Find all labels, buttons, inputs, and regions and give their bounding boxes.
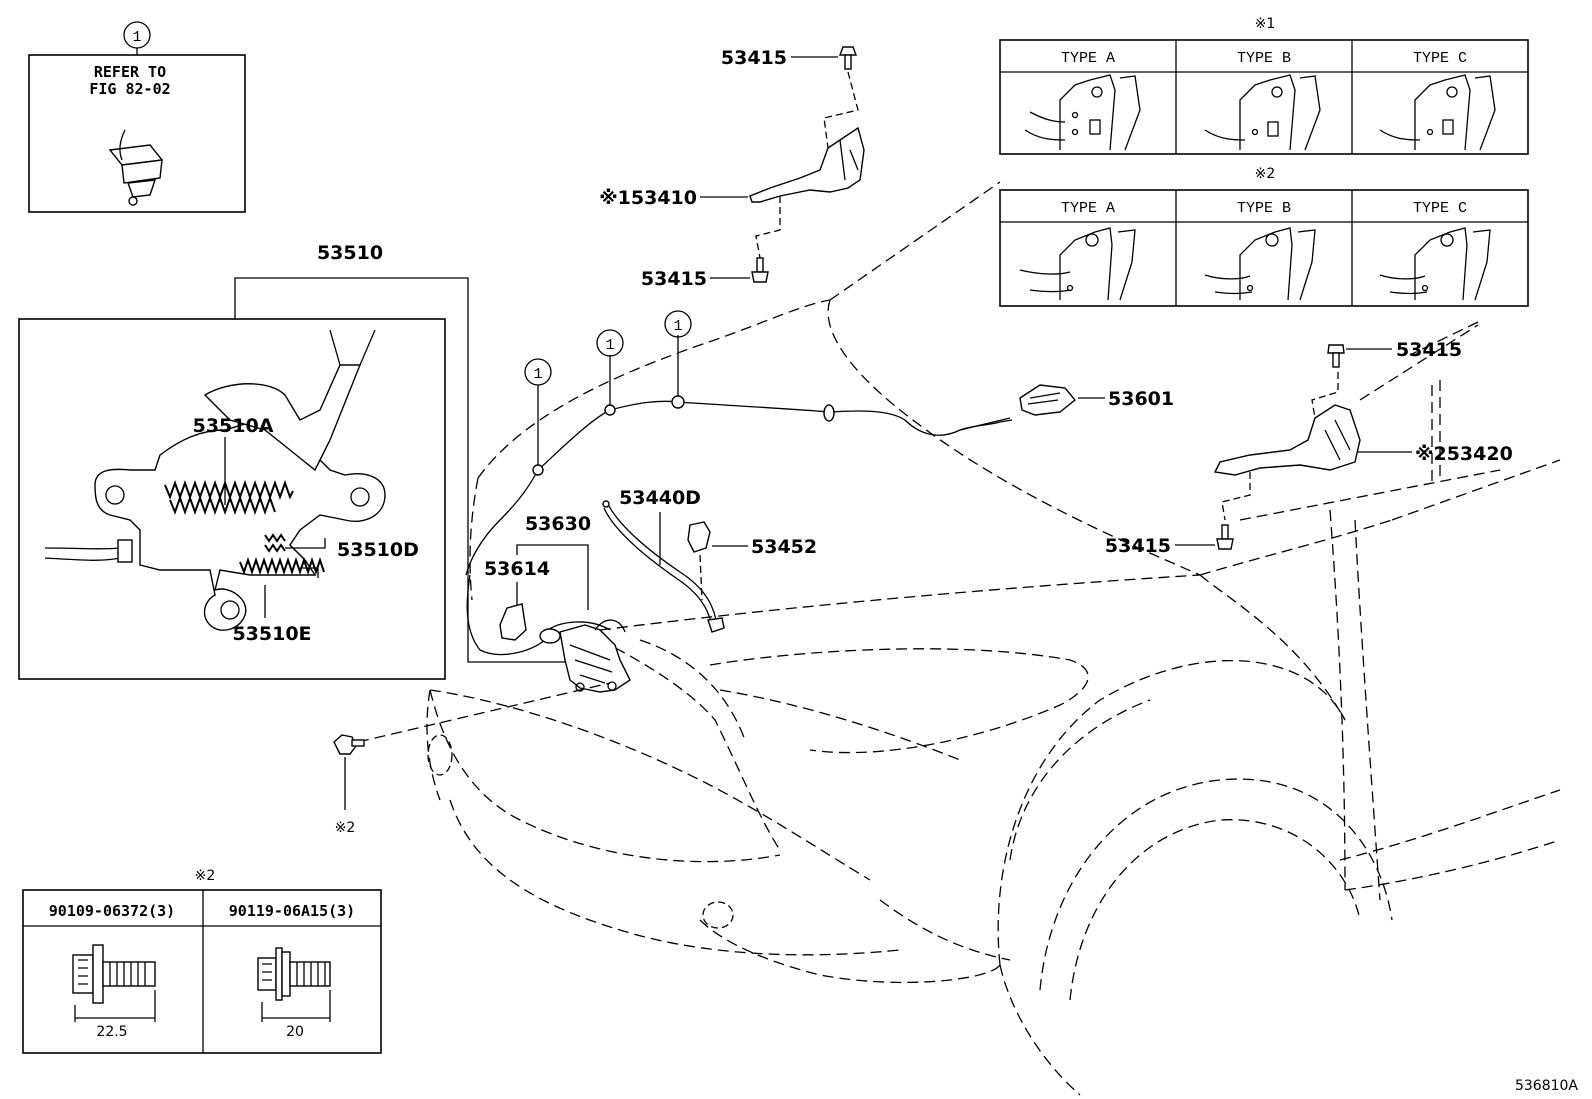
vehicle-outline [426, 181, 1561, 1096]
part-53440D-label: 53440D [619, 487, 701, 509]
part-53614-label: 53614 [484, 558, 550, 580]
bolt-2-length: 20 [286, 1024, 304, 1040]
part-53415-mid-label: 53415 [641, 268, 707, 290]
note2-type-a: TYPE A [1061, 200, 1115, 217]
part-53510D-label: 53510D [337, 539, 419, 561]
part-53410-number: 53410 [631, 187, 697, 209]
part-53420-label: ※253420 [1415, 443, 1513, 465]
bolt-1-part-number: 90109-06372(3) [49, 902, 175, 920]
part-53415-top-label: 53415 [721, 47, 787, 69]
note2-table: ※2 TYPE A TYPE B TYPE C [999, 166, 1529, 307]
part-53452-label: 53452 [751, 536, 817, 558]
hinge-53410: 53415 ※153410 53415 [599, 46, 865, 290]
bolt-icon [1216, 524, 1234, 550]
note2-prefix-53420: ※2 [1415, 443, 1447, 465]
note1-type-b: TYPE B [1237, 50, 1291, 67]
callout-marker-1: 1 [533, 366, 542, 383]
part-53415-right-top-label: 53415 [1396, 339, 1462, 361]
note1-type-c: TYPE C [1413, 50, 1467, 67]
bolt-table: ※2 90109-06372(3) 90119-06A15(3) 22.5 [22, 868, 382, 1054]
note1-table: ※1 TYPE A TYPE B TYPE C [999, 16, 1529, 155]
hinge-type-b-icon [1204, 74, 1321, 151]
bolt-icon [751, 257, 769, 283]
hinge-type-a-icon [1024, 74, 1141, 151]
part-53420-number: 53420 [1447, 443, 1513, 465]
part-53410-label: ※153410 [599, 187, 697, 209]
note2-type-c: TYPE C [1413, 200, 1467, 217]
note1-type-a: TYPE A [1061, 50, 1115, 67]
release-cable: 1 1 1 [465, 310, 1013, 656]
washer-bolt-icon [257, 947, 331, 1001]
hinge-type-a-icon [1019, 227, 1136, 301]
reference-text-line1: REFER TO [94, 63, 166, 81]
latch-assembly: 53630 53614 53440D 53452 ※2 [333, 487, 817, 836]
hinge-type-c-icon [1379, 227, 1491, 301]
callout-marker-2: 1 [605, 337, 614, 354]
reference-box: 1 REFER TO FIG 82-02 [28, 21, 246, 213]
note2-symbol: ※2 [1255, 166, 1276, 182]
note1-symbol: ※1 [1255, 16, 1276, 32]
part-53510E-label: 53510E [232, 623, 311, 645]
note1-prefix-53410: ※1 [599, 187, 631, 209]
callout-marker-3: 1 [673, 318, 682, 335]
bolt-icon [333, 734, 365, 755]
inset-53510: 53510 53510A 53510D 53510E [18, 242, 575, 680]
clip-icon [108, 129, 164, 206]
hinge-type-c-icon [1379, 74, 1496, 151]
reference-marker: 1 [132, 29, 141, 46]
bolt-icon [838, 46, 858, 70]
bolt-note-symbol: ※2 [335, 820, 356, 836]
part-53510-label: 53510 [317, 242, 383, 264]
release-handle-53601: 53601 [959, 384, 1174, 431]
bolt-table-symbol: ※2 [195, 868, 216, 884]
bolt-2-part-number: 90119-06A15(3) [229, 902, 355, 920]
part-53510A-label: 53510A [193, 415, 274, 437]
note2-type-b: TYPE B [1237, 200, 1291, 217]
hinge-53420: 53415 ※253420 53415 [1105, 321, 1513, 557]
bolt-icon [1327, 344, 1345, 368]
part-53601-label: 53601 [1108, 388, 1174, 410]
flange-bolt-icon [72, 944, 156, 1004]
figure-code: 536810A [1515, 1078, 1578, 1094]
part-53630-label: 53630 [525, 513, 591, 535]
part-53415-right-bottom-label: 53415 [1105, 535, 1171, 557]
reference-text-line2: FIG 82-02 [89, 80, 170, 98]
hinge-type-b-icon [1204, 227, 1316, 301]
bolt-1-length: 22.5 [96, 1024, 127, 1040]
